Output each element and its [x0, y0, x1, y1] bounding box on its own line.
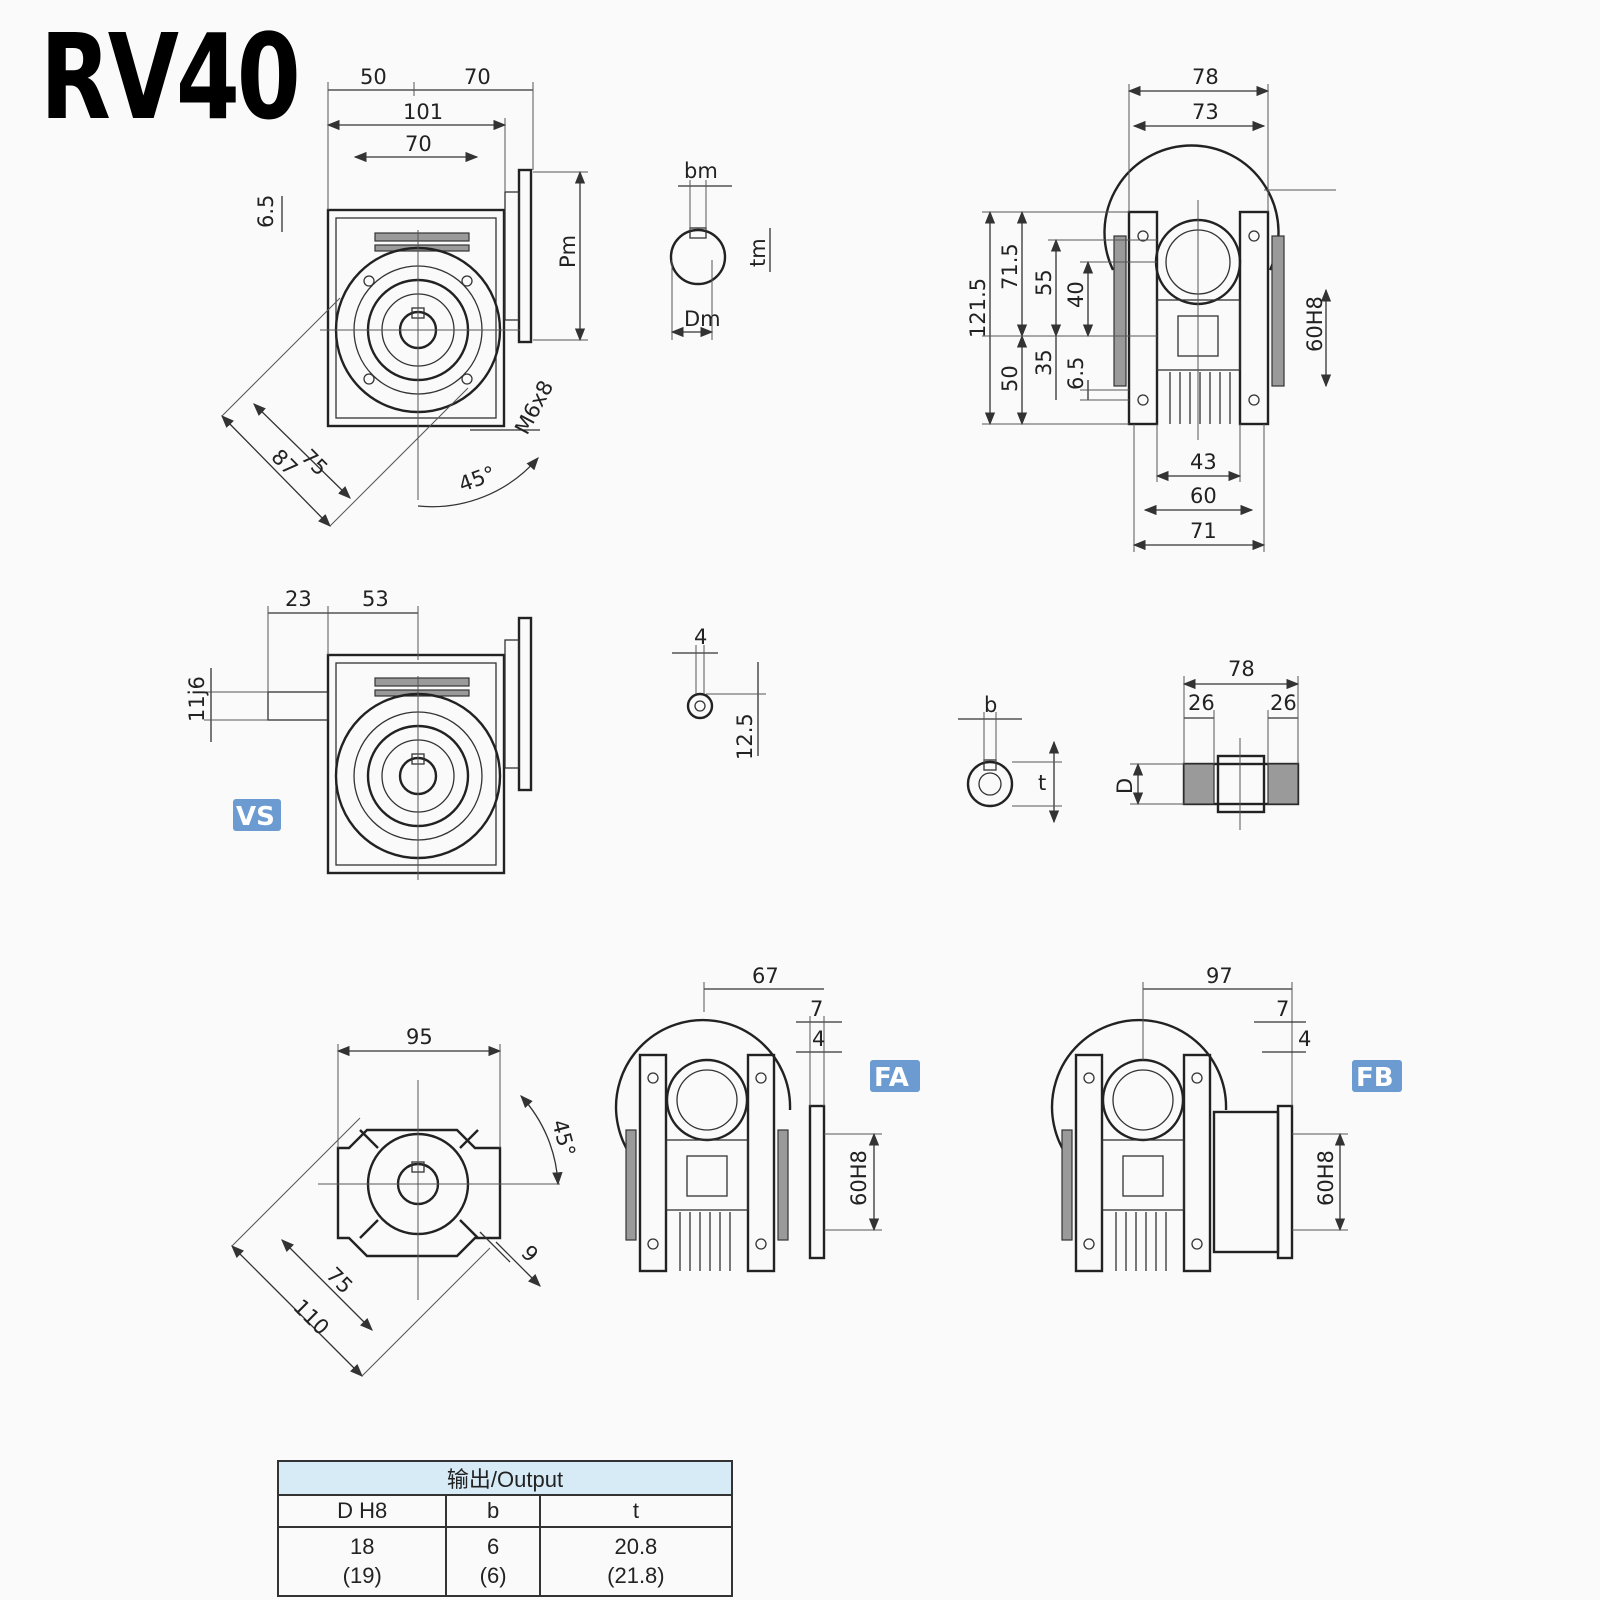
dim-45-flange: 45°	[547, 1117, 580, 1159]
dim-7-fb: 7	[1276, 997, 1289, 1021]
dim-b: b	[984, 693, 997, 717]
dim-m6x8: M6x8	[510, 377, 558, 439]
side-view: 78 73 121.5 71.5 55 40 50 35 6.5 60H8	[966, 65, 1336, 552]
col-b: b	[445, 1494, 541, 1528]
output-table: 输出/Output D H8 b t 18(19) 6(6) 20.8(21.8…	[276, 1460, 734, 1597]
dim-95: 95	[406, 1025, 433, 1049]
dim-4-fa: 4	[812, 1027, 825, 1051]
dim-70-inner: 70	[405, 132, 432, 156]
output-table-header: 输出/Output	[277, 1460, 733, 1496]
cell-b: 6(6)	[445, 1526, 541, 1597]
col-t: t	[538, 1494, 734, 1528]
fa-badge-label: FA	[874, 1063, 909, 1093]
dim-23: 23	[285, 587, 312, 611]
dim-t: t	[1038, 771, 1046, 795]
fb-badge-label: FB	[1356, 1063, 1394, 1093]
dim-60h8-fb: 60H8	[1314, 1150, 1338, 1206]
col-d-h8: D H8	[276, 1494, 448, 1528]
dim-101: 101	[403, 100, 443, 124]
vs-view: 23 53 11j6 VS	[185, 587, 533, 880]
small-key-detail: 4 12.5	[672, 625, 766, 760]
dim-60: 60	[1190, 484, 1217, 508]
dim-26-right: 26	[1270, 691, 1297, 715]
front-view: 50 70 101 70 Pm 6.5 75 87 45° M6x8	[221, 65, 588, 527]
fb-view: 97 7 4 60H8 FB	[1050, 964, 1402, 1273]
dim-43: 43	[1190, 450, 1217, 474]
dim-dm: Dm	[684, 307, 721, 331]
cell-t: 20.8(21.8)	[538, 1526, 734, 1597]
dim-121-5: 121.5	[966, 278, 990, 338]
dim-40: 40	[1064, 281, 1088, 308]
dim-55: 55	[1032, 269, 1056, 296]
dim-50: 50	[360, 65, 387, 89]
dim-75-flange: 75	[321, 1263, 357, 1299]
dim-6-5: 6.5	[254, 195, 278, 228]
dim-9: 9	[516, 1241, 542, 1267]
dim-60h8-fa: 60H8	[847, 1150, 871, 1206]
flange-view: 95 45° 75 110 9	[231, 1025, 580, 1377]
dim-11j6: 11j6	[185, 676, 209, 722]
dim-35: 35	[1032, 349, 1056, 376]
dim-6-5-lower: 6.5	[1064, 357, 1088, 390]
fb-badge	[1352, 1060, 1402, 1092]
dim-71-5: 71.5	[998, 243, 1022, 290]
dim-bm: bm	[684, 159, 718, 183]
dim-7-fa: 7	[810, 997, 823, 1021]
dim-60h8-side: 60H8	[1303, 296, 1327, 352]
dim-26-left: 26	[1188, 691, 1215, 715]
cell-d: 18(19)	[276, 1526, 448, 1597]
dim-70-top: 70	[464, 65, 491, 89]
dim-78: 78	[1192, 65, 1219, 89]
input-keyway-detail: bm tm Dm	[669, 159, 771, 340]
fa-badge	[870, 1060, 920, 1092]
dim-12-5: 12.5	[733, 713, 757, 760]
dim-4-fb: 4	[1298, 1027, 1311, 1051]
dim-67: 67	[752, 964, 779, 988]
dim-71: 71	[1190, 519, 1217, 543]
fa-view: 67 7 4 60H8 FA	[614, 964, 920, 1273]
hollow-shaft-section: 78 26 26 D	[1113, 657, 1300, 830]
dim-45-deg: 45°	[456, 461, 499, 496]
dim-87: 87	[266, 445, 302, 481]
dim-97: 97	[1206, 964, 1233, 988]
output-key-detail: b t	[958, 693, 1062, 824]
vs-badge	[233, 799, 281, 831]
dim-53: 53	[362, 587, 389, 611]
dim-50-lower: 50	[998, 365, 1022, 392]
dim-d-shaft: D	[1113, 778, 1137, 794]
model-title: RV40	[40, 8, 301, 146]
vs-badge-label: VS	[236, 802, 275, 832]
dim-73: 73	[1192, 100, 1219, 124]
dim-78-shaft: 78	[1228, 657, 1255, 681]
dim-110: 110	[288, 1295, 333, 1340]
dim-pm: Pm	[556, 235, 580, 268]
dim-4-key: 4	[694, 625, 707, 649]
dim-tm: tm	[746, 238, 770, 267]
